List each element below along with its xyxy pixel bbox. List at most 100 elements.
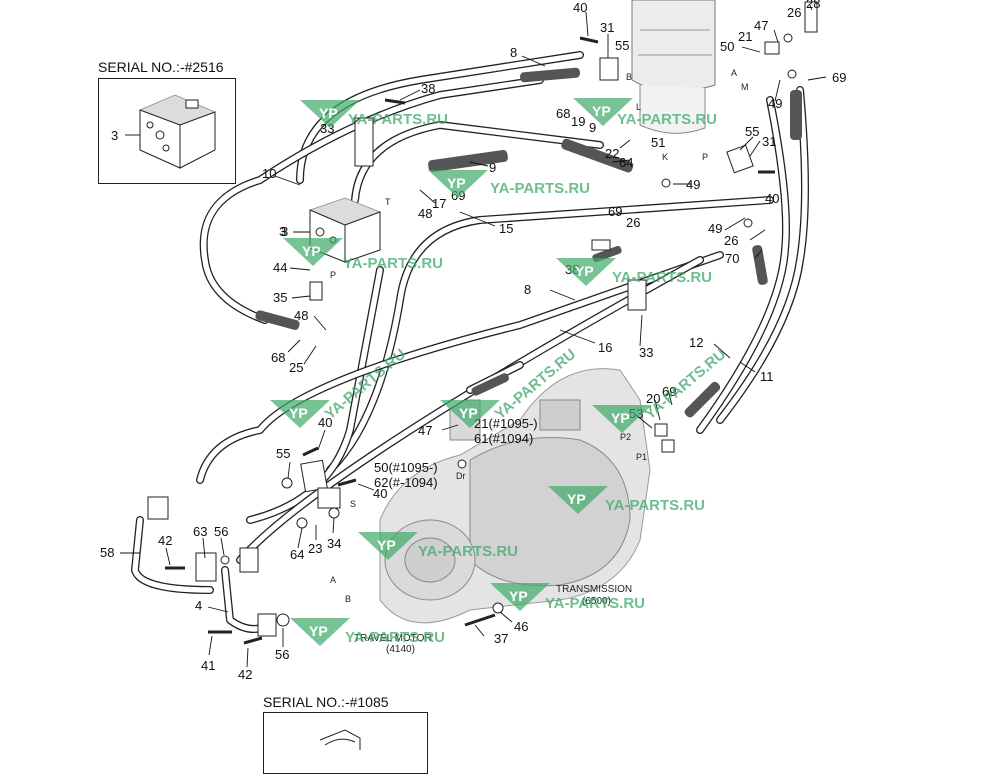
callout-number: 26	[787, 5, 801, 20]
port-letter-l: L	[636, 102, 641, 112]
caption-transmission-code: (6500)	[582, 596, 611, 607]
callout-number: 42	[158, 533, 172, 548]
callout-number: 34	[327, 536, 341, 551]
callout-number: 44	[273, 260, 287, 275]
watermark-text: YA-PARTS.RU	[605, 497, 705, 514]
svg-text:YP: YP	[302, 243, 321, 259]
callout-number: 55	[745, 124, 759, 139]
callout-number: 40	[373, 486, 387, 501]
port-letter-b-lower: B	[345, 594, 351, 604]
pipe-lines	[131, 51, 809, 633]
port-letter-a: A	[731, 68, 737, 78]
watermark-logo: YP	[358, 532, 418, 560]
port-letter-m: M	[741, 82, 749, 92]
svg-text:YP: YP	[575, 263, 594, 279]
watermark-logo: YP	[573, 98, 633, 126]
port-letter-p-upper: P	[702, 152, 708, 162]
callout-number: 40	[573, 0, 587, 15]
serial-number-top: SERIAL NO.:-#2516	[98, 59, 224, 75]
callout-number: 51	[651, 135, 665, 150]
callout-number: 31	[600, 20, 614, 35]
callout-number: 10	[262, 166, 276, 181]
watermark-logo: YP	[592, 405, 652, 433]
inset-valve-block	[125, 94, 216, 169]
callout-number: 23	[308, 541, 322, 556]
filter-canister	[631, 0, 716, 134]
watermark-logo: YP	[300, 100, 360, 128]
callout-number: 37	[494, 631, 508, 646]
callout-number: 49	[708, 221, 722, 236]
callout-number: 58	[100, 545, 114, 560]
fittings	[147, 1, 818, 645]
watermark-text: YA-PARTS.RU	[617, 111, 717, 128]
watermark-logo: YP	[428, 170, 488, 198]
callout-number: 69	[608, 204, 622, 219]
callout-number: 9	[589, 120, 596, 135]
callout-number: 3	[281, 224, 288, 239]
callout-number: 50	[720, 39, 734, 54]
callout-numbers: 40 31 55 8 38 33 10 3 44 35 48 68 25 9 1…	[100, 0, 846, 682]
callout-number: 40	[765, 191, 779, 206]
watermark-text: YA-PARTS.RU	[343, 255, 443, 272]
callout-number: 63	[193, 524, 207, 539]
callout-number: 4	[195, 598, 202, 613]
svg-text:YP: YP	[289, 405, 308, 421]
port-letter-dr: Dr	[456, 471, 466, 481]
callout-number: 3	[279, 224, 286, 239]
callout-number: 31	[762, 134, 776, 149]
port-letter-s: S	[350, 499, 356, 509]
callout-number: 62(#-1094)	[374, 475, 438, 490]
svg-text:YP: YP	[459, 405, 478, 421]
callout-number: 49	[768, 96, 782, 111]
callout-number: 26	[724, 233, 738, 248]
caption-travel-motor-code: (4140)	[386, 644, 415, 655]
callout-number: 28	[806, 0, 820, 11]
watermark-logo: YP	[548, 486, 608, 514]
callout-number: 19	[571, 114, 585, 129]
callout-number: 8	[510, 45, 517, 60]
callout-number: 70	[725, 251, 739, 266]
callout-number: 48	[294, 308, 308, 323]
callout-number: 35	[273, 290, 287, 305]
watermark-logo: YP	[283, 238, 343, 266]
watermark-logo: YP	[556, 258, 616, 286]
hose-sections	[255, 67, 802, 418]
callout-number: 22	[605, 146, 619, 161]
caption-travel-motor: TRAVEL MOTOR	[354, 633, 432, 644]
svg-text:YP: YP	[509, 588, 528, 604]
callout-number: 64	[290, 547, 304, 562]
callout-number: 40	[318, 415, 332, 430]
callout-number: 38	[421, 81, 435, 96]
svg-text:A: A	[330, 575, 336, 585]
callout-number: 41	[201, 658, 215, 673]
callout-number: 17	[432, 196, 446, 211]
callout-number: 48	[418, 206, 432, 221]
svg-text:YP: YP	[567, 491, 586, 507]
port-letter-p2: P2	[620, 432, 631, 442]
watermark-text: YA-PARTS.RU	[545, 595, 645, 612]
callout-number: 46	[514, 619, 528, 634]
svg-text:YP: YP	[319, 105, 338, 121]
callout-number: 49	[686, 177, 700, 192]
callout-number: 55	[276, 446, 290, 461]
callout-number: 26	[626, 215, 640, 230]
callout-inset-3: 3	[111, 128, 118, 143]
inset-bottom-part	[319, 729, 361, 750]
callout-number: 55	[615, 38, 629, 53]
callout-number: 25	[289, 360, 303, 375]
callout-number: 42	[238, 667, 252, 682]
callout-number: 9	[489, 160, 496, 175]
port-letter-k: K	[662, 152, 668, 162]
watermark-text: YA-PARTS.RU	[418, 543, 518, 560]
callout-number: 64	[619, 155, 633, 170]
callout-number: 8	[524, 282, 531, 297]
callout-number: 15	[499, 221, 513, 236]
serial-number-bottom: SERIAL NO.:-#1085	[263, 694, 389, 710]
callout-number: 12	[689, 335, 703, 350]
callout-number: 68	[556, 106, 570, 121]
callout-number: 56	[214, 524, 228, 539]
watermark-text: YA-PARTS.RU	[348, 111, 448, 128]
hydraulic-parts-diagram: 3	[100, 0, 846, 750]
port-letter-t: T	[385, 197, 391, 207]
callout-number: 33	[639, 345, 653, 360]
